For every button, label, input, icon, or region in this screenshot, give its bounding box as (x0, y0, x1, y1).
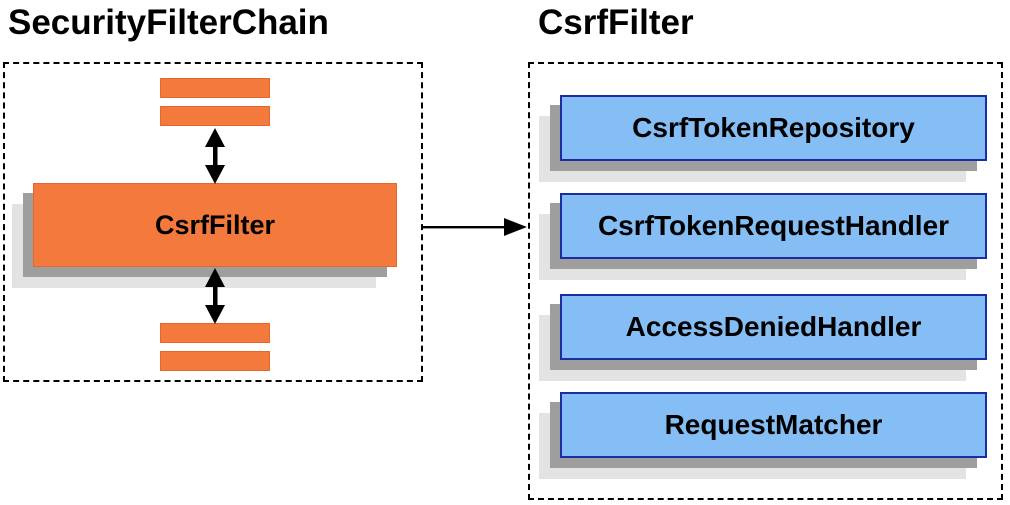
other-filter-bar (160, 323, 270, 343)
security-filter-chain-container (3, 62, 423, 382)
csrf-filter-box: CsrfFilter (33, 183, 397, 267)
component-box-access-denied-handler: AccessDeniedHandler (560, 294, 987, 360)
security-filter-chain-title: SecurityFilterChain (8, 3, 329, 42)
csrf-filter-title: CsrfFilter (538, 3, 694, 42)
component-box-csrf-token-repository: CsrfTokenRepository (560, 95, 987, 161)
other-filter-bar (160, 78, 270, 98)
other-filter-bar (160, 106, 270, 126)
other-filter-bar (160, 351, 270, 371)
component-box-request-matcher: RequestMatcher (560, 392, 987, 458)
component-box-csrf-token-request-handler: CsrfTokenRequestHandler (560, 193, 987, 259)
csrf-filter-components-container (528, 62, 1003, 500)
flow-right-arrow-icon (423, 218, 527, 236)
